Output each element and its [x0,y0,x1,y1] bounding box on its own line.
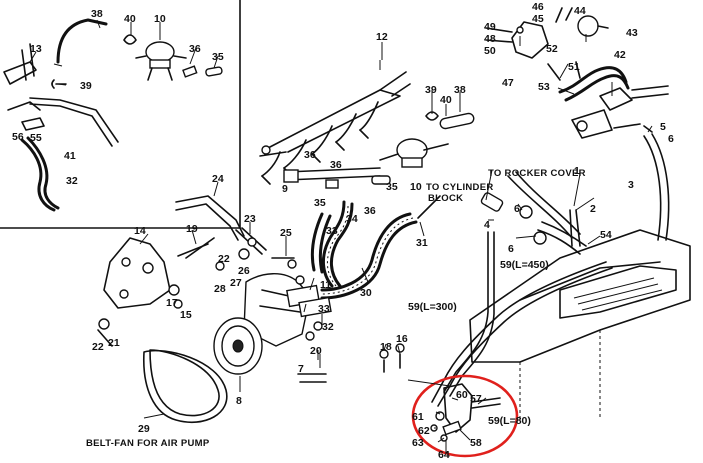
callout-62: 62 [418,425,430,437]
rocker-cover-outline [469,229,691,420]
caption-block: BLOCK [428,193,463,204]
callout-4: 4 [484,219,490,231]
callout-36: 36 [189,43,201,55]
callout-2: 2 [590,203,596,215]
callout-12: 12 [376,31,388,43]
air-injection-pipes [480,133,670,255]
callout-34: 34 [346,213,358,225]
callout-16: 16 [396,333,408,345]
callout-39: 39 [425,84,437,96]
callout-48: 48 [484,33,496,45]
captions: TO ROCKER COVER TO CYLINDER BLOCK BELT-F… [86,168,586,449]
callout-32: 32 [66,175,78,187]
air-pump-assembly [97,195,405,424]
caption-tube-80: 59(L=80) [488,415,531,427]
callout-5: 5 [660,121,666,133]
inset-panel [0,0,241,229]
callout-42: 42 [614,49,626,61]
callout-6: 6 [514,203,520,215]
caption-to-cylinder: TO CYLINDER [426,182,494,193]
callout-27: 27 [230,277,242,289]
callout-46: 46 [532,1,544,13]
callout-6: 6 [668,133,674,145]
callout-60: 60 [456,389,468,401]
callout-33: 33 [326,225,338,237]
callout-6: 6 [508,243,514,255]
callout-39: 39 [80,80,92,92]
callout-57: 57 [470,393,482,405]
caption-to-rocker-cover: TO ROCKER COVER [488,168,586,179]
callout-45: 45 [532,13,544,25]
air-manifold-assembly [259,60,475,189]
callout-20: 20 [310,345,322,357]
callout-7: 7 [298,363,304,375]
callout-1: 1 [574,165,580,177]
callout-9: 9 [282,183,288,195]
callout-53: 53 [538,81,550,93]
callout-44: 44 [574,5,586,17]
callout-29: 29 [138,423,150,435]
callout-33: 33 [318,303,330,315]
callout-56: 56 [12,131,24,143]
callout-55: 55 [30,132,42,144]
callout-51: 51 [568,61,580,73]
callout-35: 35 [386,181,398,193]
callout-19: 19 [186,223,198,235]
callout-15: 15 [180,309,192,321]
callout-36: 36 [364,205,376,217]
callout-54: 54 [600,229,612,241]
callout-38: 38 [454,84,466,96]
leader-lines [29,19,653,454]
callout-28: 28 [214,283,226,295]
callout-21: 21 [108,337,120,349]
caption-belt-fan: BELT-FAN FOR AIR PUMP [86,438,210,449]
caption-tube-300: 59(L=300) [408,301,457,313]
callout-38: 38 [91,8,103,20]
callout-41: 41 [64,150,76,162]
callout-35: 35 [212,51,224,63]
callout-11: 11 [320,279,331,291]
air-hoses [310,195,441,300]
callout-14: 14 [134,225,146,237]
callout-63: 63 [412,437,424,449]
callout-10: 10 [154,13,166,25]
callout-30: 30 [360,287,372,299]
callout-40: 40 [440,94,452,106]
callout-labels: 38 40 10 13 39 36 35 56 55 41 32 12 39 4… [12,1,674,461]
callout-43: 43 [626,27,638,39]
check-valve-group [485,7,669,139]
callout-36: 36 [304,149,316,161]
callout-24: 24 [212,173,224,185]
callout-10: 10 [410,181,422,193]
callout-22: 22 [92,341,104,353]
callout-61: 61 [412,411,424,423]
callout-26: 26 [238,265,250,277]
callout-17: 17 [166,297,178,309]
callout-49: 49 [484,21,496,33]
callout-50: 50 [484,45,496,57]
callout-32: 32 [322,321,334,333]
callout-64: 64 [438,449,450,461]
callout-3: 3 [628,179,634,191]
caption-tube-450: 59(L=450) [500,259,549,271]
callout-22: 22 [218,253,230,265]
callout-36: 36 [330,159,342,171]
highlight-circle [411,374,519,458]
callout-23: 23 [244,213,256,225]
callout-31: 31 [416,237,428,249]
callout-58: 58 [470,437,482,449]
callout-40: 40 [124,13,136,25]
callout-8: 8 [236,395,242,407]
vacuum-tubes-59 [431,219,613,407]
callout-25: 25 [280,227,292,239]
callout-35: 35 [314,197,326,209]
callout-47: 47 [502,77,514,89]
callout-13: 13 [30,43,42,55]
three-way-fitting [430,383,501,442]
callout-18: 18 [380,341,392,353]
callout-52: 52 [546,43,558,55]
